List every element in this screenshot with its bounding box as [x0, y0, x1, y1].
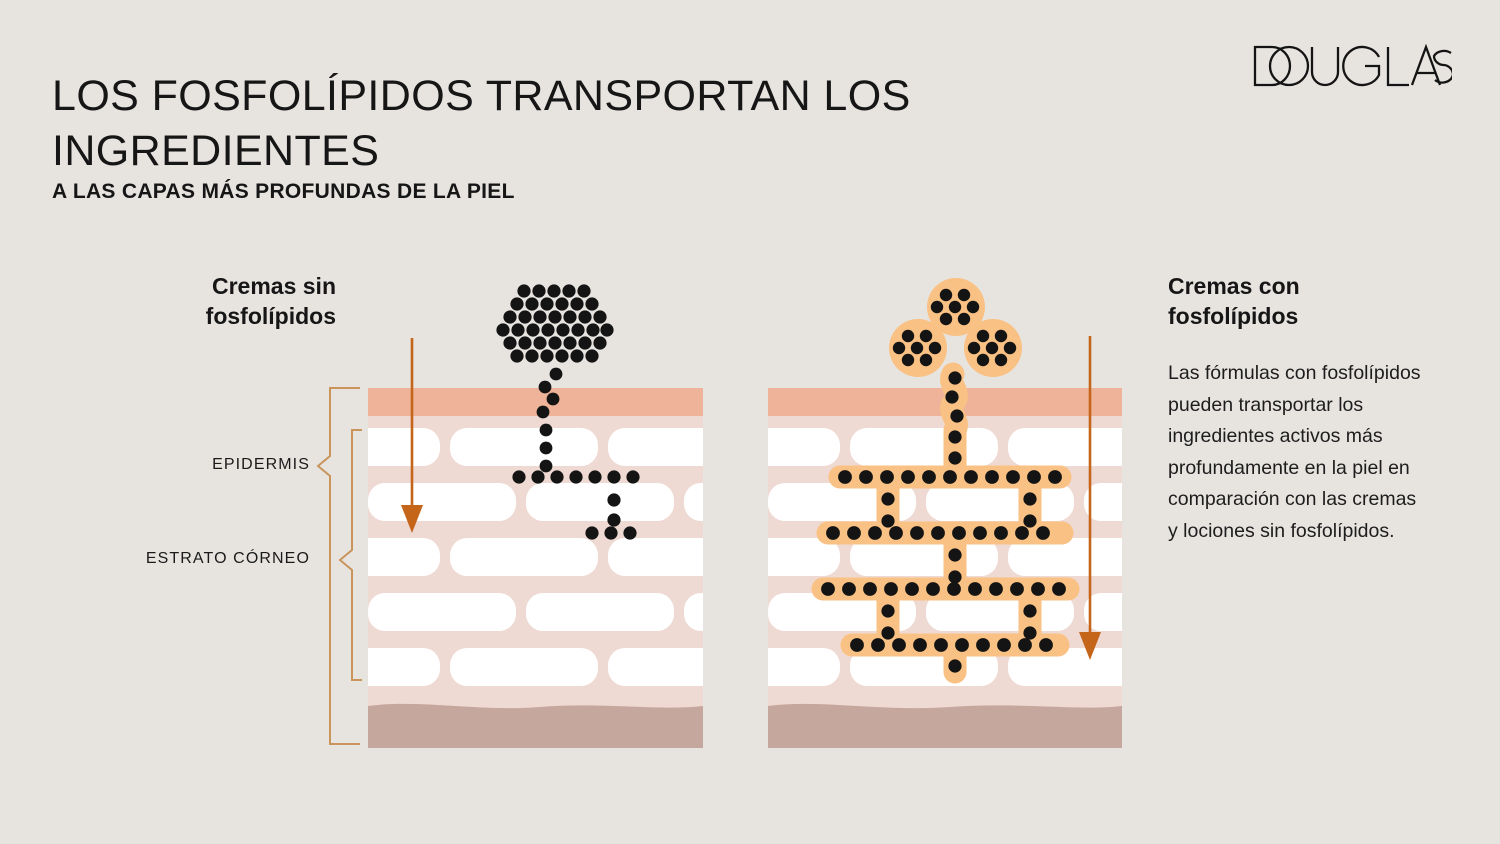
layer-brackets [316, 387, 362, 745]
douglas-logo [1252, 44, 1452, 90]
penetration-depth-deep [1079, 336, 1101, 660]
bracket-stratum-corneum [338, 429, 362, 681]
ingredient-cluster-plain [496, 284, 614, 473]
ingredient-path-left [512, 470, 640, 540]
dermis-layer-left [368, 703, 703, 748]
ingredient-dots-right [821, 371, 1066, 673]
layer-label-epidermis: EPIDERMIS [212, 456, 310, 473]
douglas-wordmark-icon [1253, 44, 1452, 87]
dermis-layer-right [768, 703, 1122, 748]
page-title: LOS FOSFOLÍPIDOS TRANSPORTAN LOS INGREDI… [52, 71, 911, 175]
skin-block-right [768, 388, 1122, 748]
right-panel-caption: Cremas con fosfolípidos [1168, 273, 1300, 329]
penetration-depth-shallow [401, 338, 423, 533]
layer-label-stratum-corneum: ESTRATO CÓRNEO [145, 550, 310, 567]
right-panel-paragraph: Las fórmulas con fosfolípidos pueden tra… [1168, 362, 1421, 542]
skin-block-left [368, 388, 703, 748]
bracket-epidermis [316, 387, 360, 745]
page-subtitle: A LAS CAPAS MÁS PROFUNDAS DE LA PIEL [52, 180, 515, 203]
liposome-cluster [889, 278, 1022, 377]
left-panel-caption: Cremas sin fosfolípidos [205, 273, 336, 329]
